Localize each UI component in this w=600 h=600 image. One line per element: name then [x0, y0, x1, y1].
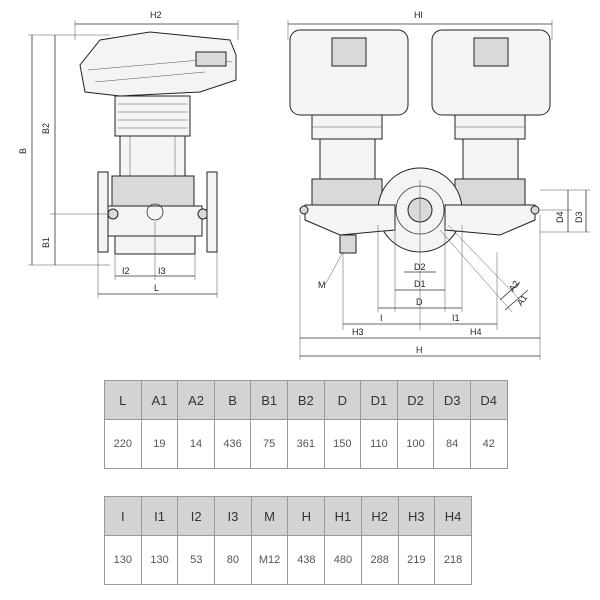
table-value-cell: 361: [286, 419, 325, 469]
label-b: B: [18, 148, 28, 154]
table-value-row: 130 130 53 80 M12 438 480 288 219 218: [104, 535, 472, 585]
table-value-cell: 100: [396, 419, 435, 469]
table-value-cell: 14: [177, 419, 215, 469]
label-d3: D3: [574, 211, 584, 223]
table-header-cell: I3: [214, 496, 252, 536]
table-header-cell: I1: [140, 496, 179, 536]
table-header-cell: D1: [360, 380, 398, 420]
table-header-cell: B2: [286, 380, 325, 420]
label-i3: I3: [158, 266, 166, 276]
table-value-cell: 436: [213, 419, 252, 469]
table-value-cell: 42: [469, 419, 508, 469]
table-header-cell: H: [287, 496, 326, 536]
label-h2: H2: [150, 10, 162, 20]
table-header-cell: B: [213, 380, 252, 420]
label-h: H: [416, 345, 423, 355]
table-header-cell: A1: [140, 380, 179, 420]
table-header-cell: D: [323, 380, 362, 420]
label-b1: B1: [41, 237, 51, 248]
table-header-cell: I: [104, 496, 142, 536]
label-h4: H4: [470, 327, 482, 337]
label-a1: A1: [515, 293, 530, 308]
table-header-row: I I1 I2 I3 M H H1 H2 H3 H4: [104, 496, 472, 536]
dimension-table-1: L A1 A2 B B1 B2 D D1 D2 D3 D4 220 19 14 …: [104, 380, 508, 469]
table-header-cell: H3: [397, 496, 436, 536]
dimension-table-2: I I1 I2 I3 M H H1 H2 H3 H4 130 130 53 80…: [104, 496, 472, 585]
label-i: I: [380, 313, 383, 323]
side-view: H2 B B2 B1: [18, 10, 239, 298]
label-d2: D2: [414, 262, 426, 272]
label-b2: B2: [41, 123, 51, 134]
table-header-cell: B1: [250, 380, 288, 420]
table-value-cell: 218: [434, 535, 472, 585]
table-header-cell: D4: [469, 380, 508, 420]
table-value-cell: 53: [177, 535, 216, 585]
table-value-cell: 480: [324, 535, 362, 585]
table-value-cell: 130: [104, 535, 142, 585]
label-hl: Hl: [414, 10, 423, 20]
table-header-cell: D3: [433, 380, 471, 420]
table-value-row: 220 19 14 436 75 361 150 110 100 84 42: [104, 419, 508, 469]
table-value-cell: 75: [250, 419, 288, 469]
technical-drawing: H2 B B2 B1: [18, 10, 590, 360]
table-header-cell: H4: [434, 496, 472, 536]
table-value-cell: 438: [287, 535, 326, 585]
label-d: D: [416, 297, 423, 307]
table-header-cell: A2: [177, 380, 215, 420]
label-m: M: [318, 280, 326, 290]
label-h3: H3: [352, 327, 364, 337]
table-header-row: L A1 A2 B B1 B2 D D1 D2 D3 D4: [104, 380, 508, 420]
table-header-cell: H2: [360, 496, 399, 536]
table-header-cell: L: [104, 380, 142, 420]
label-i2: I2: [122, 266, 130, 276]
table-value-cell: 110: [360, 419, 398, 469]
label-i1: I1: [452, 313, 460, 323]
table-value-cell: 130: [140, 535, 179, 585]
label-d1: D1: [414, 279, 426, 289]
table-header-cell: H1: [324, 496, 362, 536]
table-value-cell: 219: [397, 535, 436, 585]
table-value-cell: M12: [250, 535, 289, 585]
table-header-cell: D2: [396, 380, 435, 420]
table-value-cell: 220: [104, 419, 142, 469]
label-a2: A2: [507, 279, 522, 294]
table-value-cell: 84: [433, 419, 471, 469]
table-value-cell: 288: [360, 535, 399, 585]
table-header-cell: M: [250, 496, 289, 536]
table-value-cell: 150: [323, 419, 362, 469]
label-d4: D4: [555, 211, 565, 223]
label-l: L: [154, 283, 159, 293]
table-value-cell: 19: [140, 419, 179, 469]
table-value-cell: 80: [214, 535, 252, 585]
table-header-cell: I2: [177, 496, 216, 536]
front-view: Hl M A2 A1: [287, 10, 590, 360]
